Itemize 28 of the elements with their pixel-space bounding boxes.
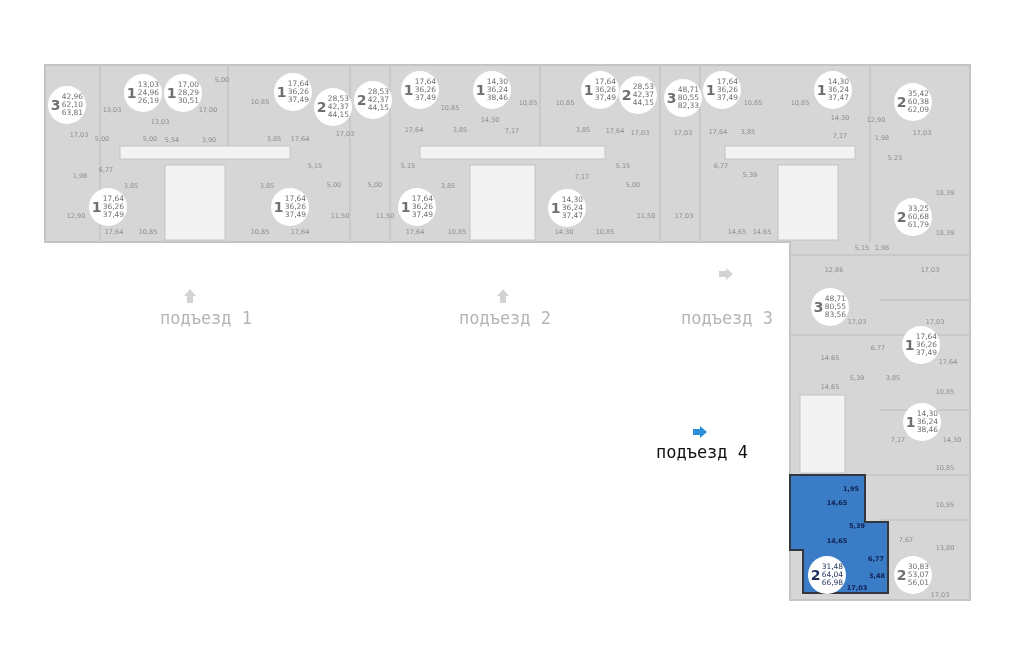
room-count: 1 xyxy=(904,338,915,352)
room-count: 3 xyxy=(50,98,61,112)
room-count: 1 xyxy=(91,200,102,214)
room-count: 1 xyxy=(705,83,716,97)
room-count: 1 xyxy=(126,86,137,100)
room-count: 1 xyxy=(816,83,827,97)
room-count: 2 xyxy=(810,568,821,582)
room-count: 1 xyxy=(550,201,561,215)
entrance-label: подъезд 2 xyxy=(458,309,552,327)
room-count: 2 xyxy=(896,95,907,109)
room-count: 2 xyxy=(356,93,367,107)
room-count: 1 xyxy=(276,85,287,99)
room-count: 2 xyxy=(896,568,907,582)
room-count: 1 xyxy=(475,83,486,97)
room-count: 3 xyxy=(666,91,677,105)
room-count: 1 xyxy=(166,86,177,100)
room-count: 3 xyxy=(813,300,824,314)
room-count: 1 xyxy=(905,415,916,429)
room-count: 1 xyxy=(583,83,594,97)
room-count: 2 xyxy=(621,88,632,102)
room-count: 2 xyxy=(316,100,327,114)
room-count: 1 xyxy=(273,200,284,214)
room-count: 1 xyxy=(400,200,411,214)
entrance-label: подъезд 1 xyxy=(159,309,253,327)
entrance-label: подъезд 4 xyxy=(655,443,749,461)
room-count: 2 xyxy=(896,210,907,224)
room-count: 1 xyxy=(403,83,414,97)
entrance-label: подъезд 3 xyxy=(680,309,774,327)
